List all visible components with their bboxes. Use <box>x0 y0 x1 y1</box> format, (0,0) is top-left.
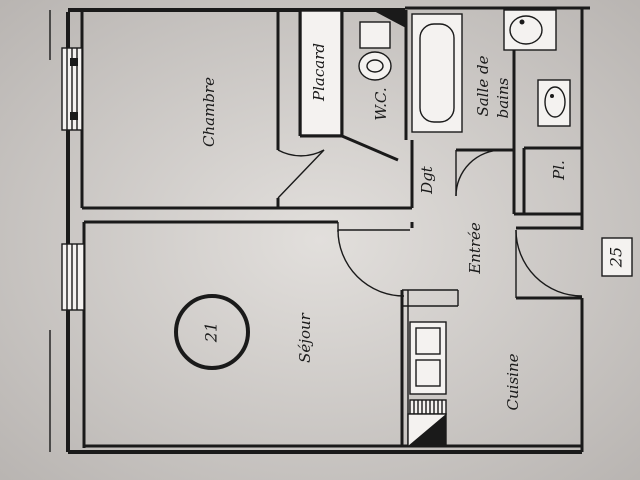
room-label-sejour: Séjour <box>296 312 314 362</box>
door-sejour <box>337 222 410 297</box>
room-label-entree: Entrée <box>466 222 484 275</box>
kitchen-sink-icon <box>409 321 447 395</box>
unit-number-circle <box>174 294 250 370</box>
room-label-salle-de-bains-2: bains <box>494 77 512 118</box>
door-entree <box>515 229 583 298</box>
neighbor-number: 25 <box>607 247 626 268</box>
bathtub-icon <box>411 13 463 133</box>
toilet-icon <box>344 10 406 81</box>
placard-closet <box>300 10 342 136</box>
room-label-salle-de-bains-1: Salle de <box>474 55 492 116</box>
window-chambre <box>61 47 83 131</box>
kitchen-stove-icon <box>409 399 447 415</box>
unit-number: 21 <box>202 322 221 343</box>
kitchen-duct-icon <box>407 413 447 447</box>
neighbor-number-box <box>601 237 633 277</box>
room-label-wc: W.C. <box>372 87 390 120</box>
window-sejour <box>61 243 85 311</box>
room-label-placard: Placard <box>310 43 328 102</box>
room-label-pl: Pl. <box>550 160 568 181</box>
internal-walls <box>82 8 582 446</box>
door-chambre <box>277 149 325 199</box>
room-label-dgt: Dgt <box>418 165 436 195</box>
room-label-cuisine: Cuisine <box>504 353 522 410</box>
room-label-chambre: Chambre <box>200 77 218 147</box>
bath-sink-icon <box>503 9 557 51</box>
washbasin-icon <box>537 79 571 127</box>
door-dgt <box>455 149 503 197</box>
